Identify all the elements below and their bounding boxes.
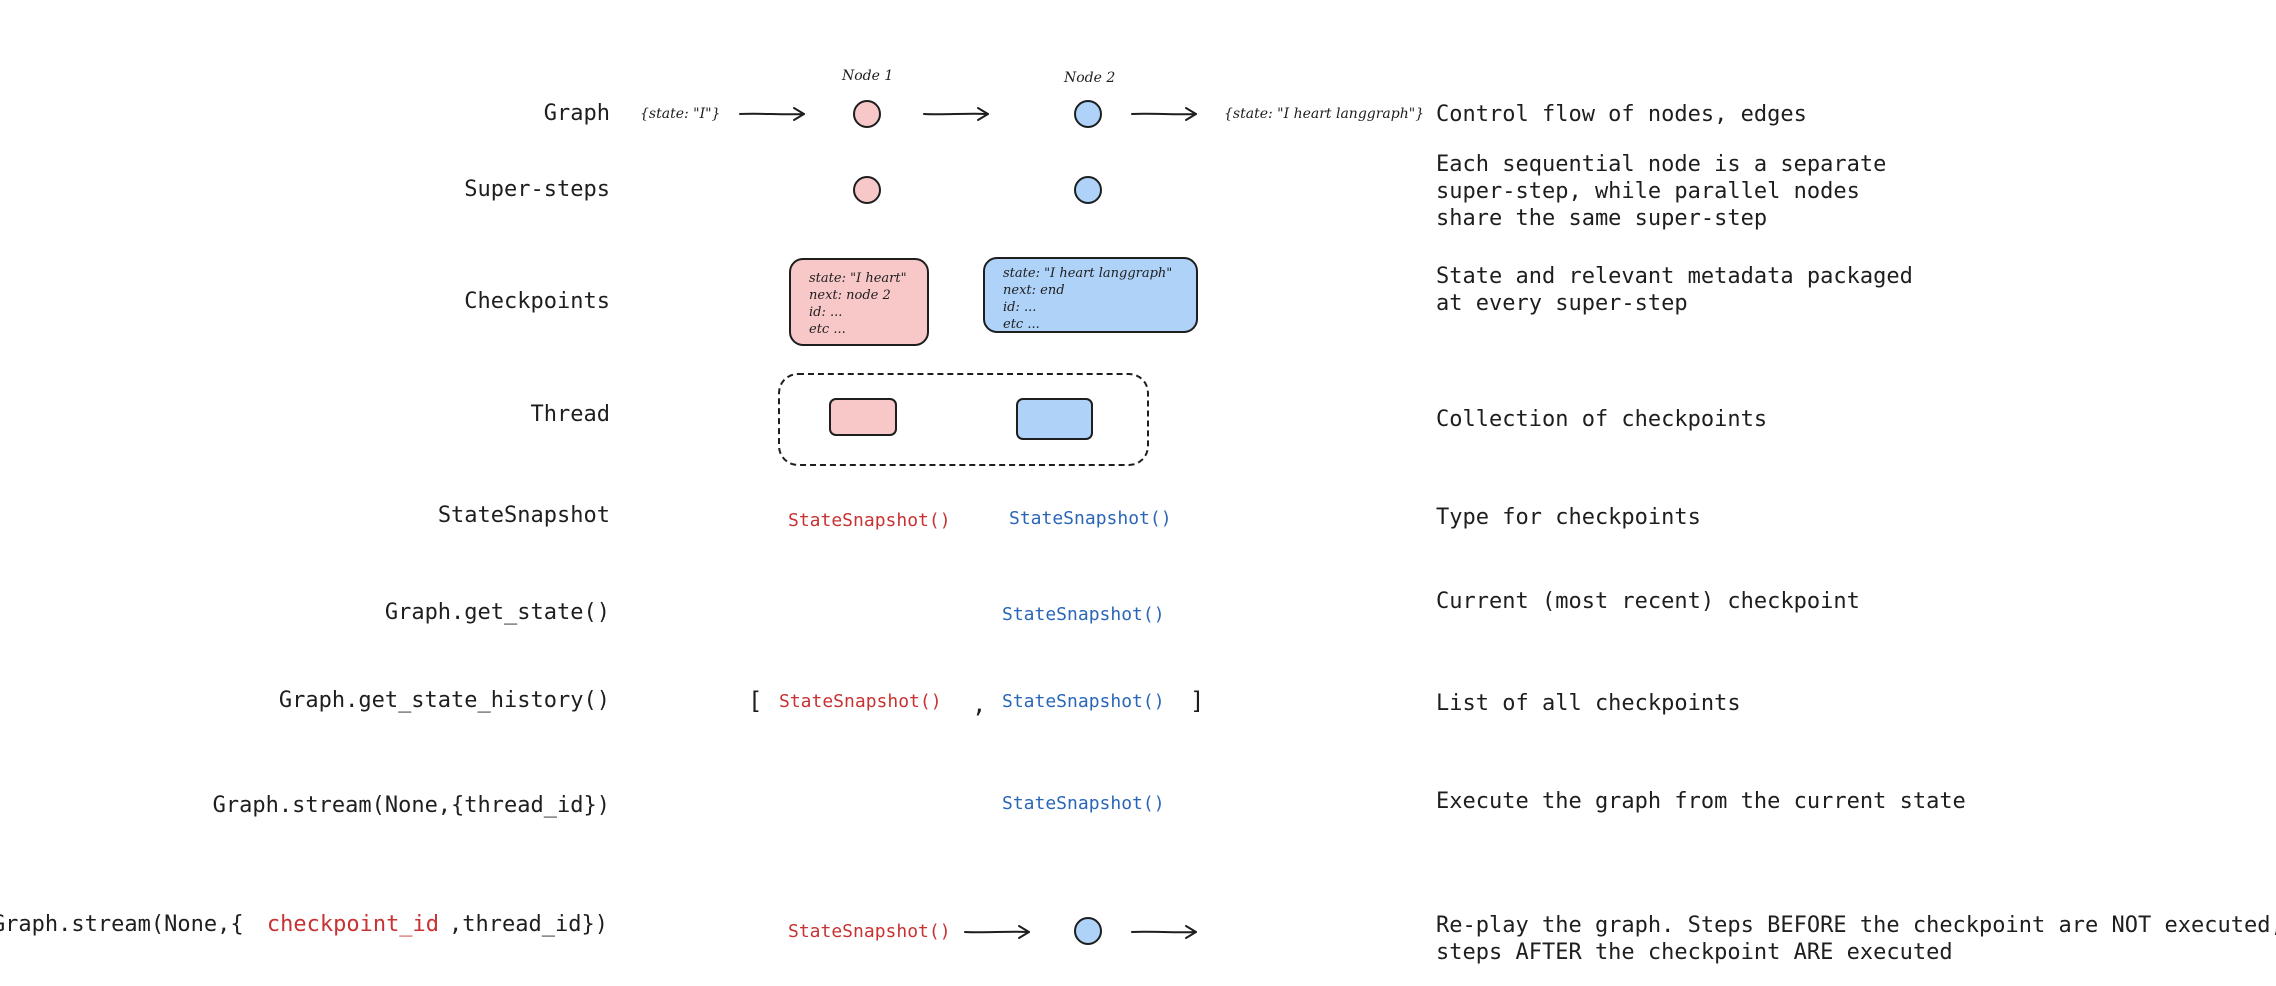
stream-thread-snapshot: StateSnapshot() [1002,793,1165,814]
history-snapshot-red: StateSnapshot() [779,691,942,712]
statesnapshot-red: StateSnapshot() [788,510,951,531]
desc-checkpoints-line: State and relevant metadata packaged [1436,264,1913,289]
desc-supersteps-line: super-step, while parallel nodes [1436,179,1860,204]
desc-get-state-history: List of all checkpoints [1436,691,1741,716]
desc-graph: Control flow of nodes, edges [1436,102,1807,127]
desc-supersteps: Each sequential node is a separate super… [1436,151,1886,232]
history-open-bracket: [ [748,687,763,715]
card-line: etc ... [1003,317,1040,332]
desc-stream-thread: Execute the graph from the current state [1436,789,1966,814]
checkpoint-card-1: state: "I heart" next: node 2 id: ... et… [789,258,929,346]
desc-supersteps-line: Each sequential node is a separate [1436,152,1887,177]
row-label-stream-checkpoint: Graph.stream(None,{ checkpoint_id ,thread… [0,914,608,936]
thread-checkpoint-1 [829,398,897,436]
arrow-right-icon [1131,925,1197,939]
card-line: state: "I heart langgraph" [1003,266,1173,281]
row-label-get-state-history: Graph.get_state_history() [278,688,610,713]
get-state-snapshot: StateSnapshot() [1002,604,1165,625]
replay-node-circle [1074,917,1102,945]
output-state-label: {state: "I heart langgraph"} [1224,106,1425,122]
card-line: state: "I heart" [809,271,907,286]
desc-checkpoints: State and relevant metadata packaged at … [1436,263,1913,317]
history-snapshot-blue: StateSnapshot() [1002,691,1165,712]
row-label-get-state: Graph.get_state() [384,600,610,625]
arrow-right-icon [1131,107,1197,121]
desc-stream-checkpoint: Re-play the graph. Steps BEFORE the chec… [1436,912,2276,966]
card-line: id: ... [809,305,843,320]
desc-supersteps-line: share the same super-step [1436,206,1768,231]
desc-get-state: Current (most recent) checkpoint [1436,589,1860,614]
history-close-bracket: ] [1190,687,1205,715]
card-line: id: ... [1003,300,1037,315]
desc-checkpoints-line: at every super-step [1436,291,1688,316]
row-label-thread: Thread [530,402,610,427]
stream-checkpoint-id: checkpoint_id [266,912,440,937]
arrow-right-icon [923,107,989,121]
desc-statesnapshot: Type for checkpoints [1436,505,1701,530]
arrow-right-icon [964,925,1030,939]
thread-container [778,373,1149,466]
card-line: next: end [1003,283,1065,298]
arrow-right-icon [739,107,805,121]
desc-stream-checkpoint-line: Re-play the graph. Steps BEFORE the chec… [1436,913,2276,938]
row-label-graph: Graph [543,101,610,126]
stream-checkpoint-prefix: Graph.stream(None,{ [0,912,244,937]
row-label-checkpoints: Checkpoints [464,289,610,314]
row-label-supersteps: Super-steps [464,177,610,202]
superstep2-circle [1074,176,1102,204]
node2-label: Node 2 [1064,70,1116,86]
node1-label: Node 1 [842,68,894,84]
node2-circle [1074,100,1102,128]
desc-thread: Collection of checkpoints [1436,407,1768,432]
input-state-label: {state: "I"} [640,106,721,122]
statesnapshot-blue: StateSnapshot() [1009,508,1172,529]
superstep1-circle [853,176,881,204]
checkpoint-card-2: state: "I heart langgraph" next: end id:… [983,257,1198,333]
desc-stream-checkpoint-line: steps AFTER the checkpoint ARE executed [1436,940,1953,965]
row-label-statesnapshot: StateSnapshot [437,503,610,528]
node1-circle [853,100,881,128]
replay-snapshot-red: StateSnapshot() [788,921,951,942]
row-label-stream-thread: Graph.stream(None,{thread_id}) [212,793,610,818]
card-line: next: node 2 [809,288,891,303]
history-comma: , [972,690,987,718]
stream-checkpoint-suffix: ,thread_id}) [449,912,608,937]
card-line: etc ... [809,322,846,337]
thread-checkpoint-2 [1016,398,1093,440]
